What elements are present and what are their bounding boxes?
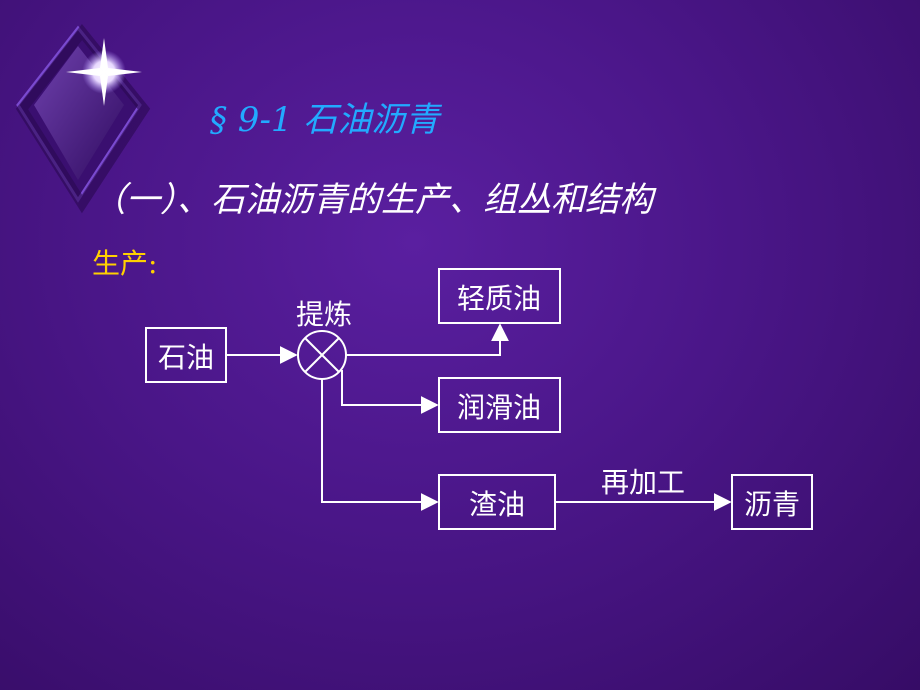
sparkle-diamond-icon (15, 23, 151, 214)
slide-subtitle: （一）、石油沥青的生产、组丛和结构 (92, 180, 653, 220)
node-light-oil-box (438, 268, 561, 324)
edge-refine-label: 提炼 (296, 298, 352, 331)
node-asphalt-box (731, 474, 813, 530)
node-asphalt-label: 沥青 (744, 488, 800, 521)
section-label: 生产: (92, 247, 158, 280)
edge-to-residue (321, 379, 439, 511)
circle-cross-icon (297, 330, 347, 380)
node-crude-label: 石油 (158, 341, 214, 374)
node-lube-oil-box (438, 377, 561, 433)
node-light-oil-label: 轻质油 (457, 282, 541, 315)
edge-to-light-oil (346, 323, 509, 356)
edge-to-lube-oil (341, 370, 439, 414)
edge-reprocess-label: 再加工 (601, 466, 685, 499)
slide-title: § 9-1 石油沥青 (210, 100, 440, 140)
node-residue-label: 渣油 (469, 488, 525, 521)
node-lube-oil-label: 润滑油 (457, 391, 541, 424)
